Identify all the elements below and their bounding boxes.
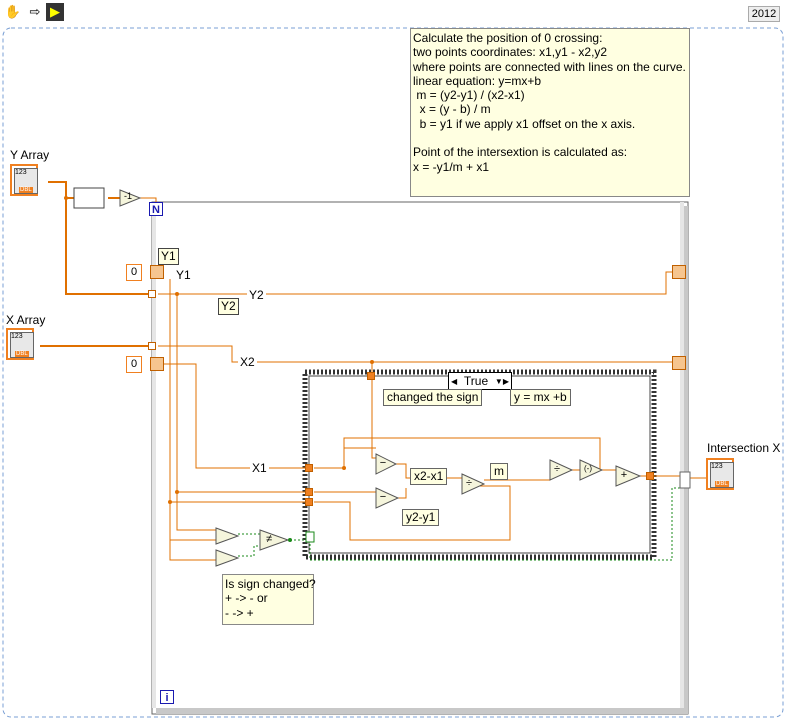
intersection-x-type: 123 (711, 463, 723, 470)
y-array-type: 123 (15, 169, 27, 176)
case-output-tunnel[interactable] (646, 472, 654, 480)
y-array-label: Y Array (10, 148, 50, 162)
y-array-index-tunnel[interactable] (148, 290, 156, 298)
y-array-control[interactable]: 123 DBL (10, 164, 38, 196)
subtract-node-2 (375, 487, 400, 509)
version-label: 2012 (748, 6, 780, 22)
y2-y1-label: y2-y1 (402, 509, 440, 526)
x-array-dbl: DBL (15, 351, 29, 357)
sign-node-2 (215, 549, 240, 567)
hand-tool-icon[interactable]: ✋ (4, 4, 22, 19)
y-init-constant[interactable]: 0 (126, 264, 142, 281)
case-next-icon[interactable]: ▼▶ (494, 376, 509, 386)
x-array-index-tunnel[interactable] (148, 342, 156, 350)
add-glyph: + (620, 469, 628, 481)
intersection-x-dbl: DBL (715, 481, 729, 487)
toolbar: ✋ ⇨ ▶ 2012 (0, 0, 786, 26)
negate-glyph: (-) (584, 464, 592, 473)
y-shift-register-right[interactable] (672, 265, 686, 279)
case-input-tunnel-y1[interactable] (305, 498, 313, 506)
not-equal-node (259, 529, 290, 551)
description-comment: Calculate the position of 0 crossing: tw… (410, 28, 690, 197)
highlight-execution-icon[interactable]: ▶ (46, 3, 64, 21)
x-shift-register-right[interactable] (672, 356, 686, 370)
decrement-node (119, 189, 142, 207)
x2-x1-label: x2-x1 (410, 468, 448, 485)
loop-iteration-terminal[interactable]: i (160, 690, 174, 704)
sign-node-1 (215, 527, 240, 545)
m-label: m (490, 463, 508, 480)
intersection-x-indicator[interactable]: 123 DBL (706, 458, 734, 490)
y2-box-label: Y2 (218, 298, 239, 315)
intersection-x-label: Intersection X (707, 441, 781, 455)
negate-node (579, 459, 604, 481)
y-shift-register-left[interactable] (150, 265, 164, 279)
y-array-dbl: DBL (19, 187, 33, 193)
case-input-tunnel-y2[interactable] (305, 488, 313, 496)
divide-node (461, 473, 486, 495)
y2-wire-label: Y2 (247, 288, 266, 302)
loop-count-terminal[interactable]: N (149, 202, 163, 216)
arrow-right-icon[interactable]: ⇨ (29, 4, 41, 19)
changed-sign-label: changed the sign (383, 389, 483, 406)
case-input-tunnel-x2[interactable] (367, 372, 375, 380)
divide-glyph: ÷ (465, 477, 473, 489)
x-array-type: 123 (11, 333, 23, 340)
x1-wire-label: X1 (250, 461, 269, 475)
case-selector-value: True (463, 374, 489, 388)
decrement-glyph: -1 (123, 191, 132, 201)
diagram-frame (2, 27, 784, 718)
x-shift-register-left[interactable] (150, 357, 164, 371)
divide-glyph-2: ÷ (553, 463, 561, 475)
sign-comment: Is sign changed? + -> - or - -> + (222, 574, 316, 625)
x2-wire-label: X2 (238, 355, 257, 369)
equation-label: y = mx +b (510, 389, 571, 406)
subtract-node-1 (375, 453, 398, 475)
not-equal-glyph: ≠ (265, 533, 273, 545)
x-init-constant[interactable]: 0 (126, 356, 142, 373)
divide-node-2 (549, 459, 574, 481)
x-array-control[interactable]: 123 DBL (6, 328, 34, 360)
case-prev-icon[interactable]: ◀ (451, 376, 458, 386)
x-array-label: X Array (6, 313, 46, 327)
add-node (615, 465, 642, 487)
y1-wire-label: Y1 (176, 268, 191, 282)
subtract-glyph-1: − (379, 457, 387, 469)
y1-box-label: Y1 (158, 248, 179, 265)
case-input-tunnel-x1[interactable] (305, 464, 313, 472)
case-selector[interactable]: ◀ True ▼▶ (448, 372, 512, 390)
subtract-glyph-2: − (379, 491, 387, 503)
